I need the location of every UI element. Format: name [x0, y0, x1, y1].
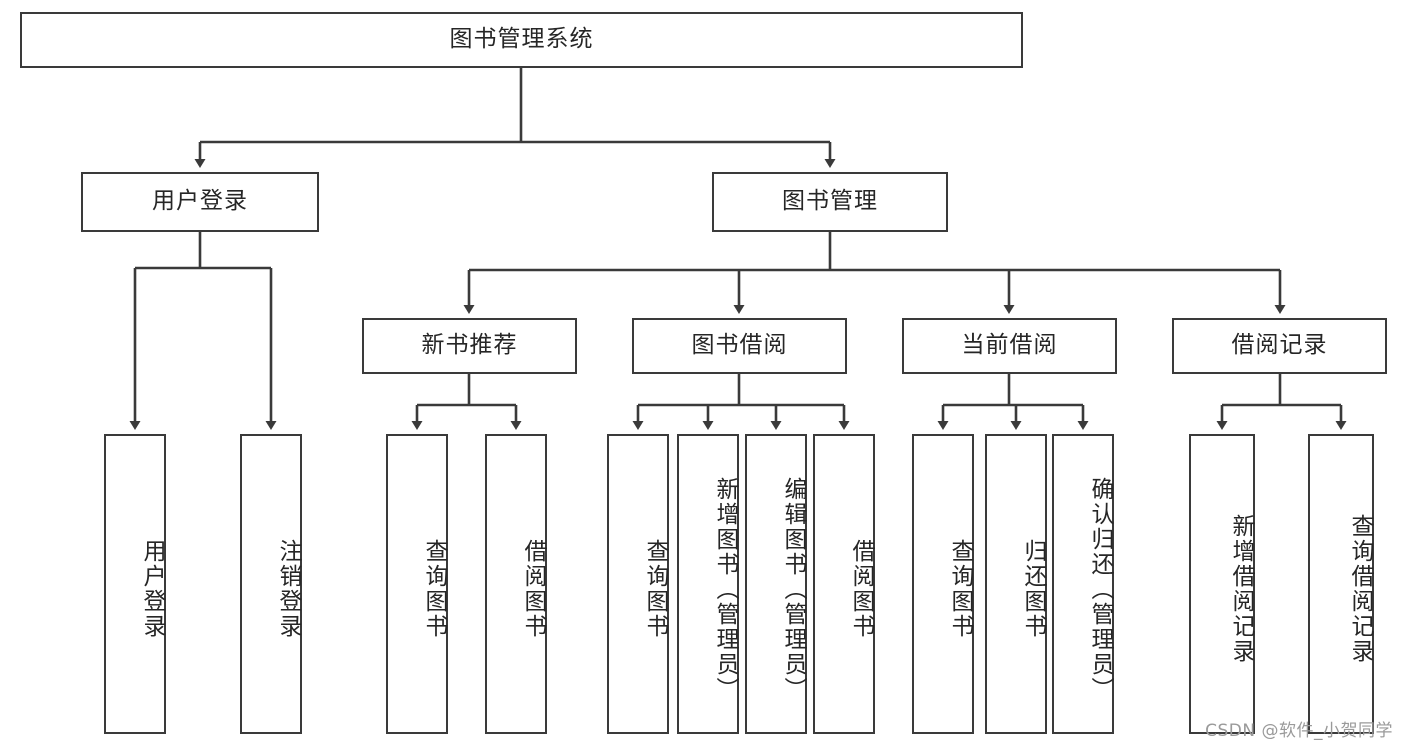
leaf-query-book-borrow[interactable]: 查询图书 [607, 434, 669, 734]
leaf-confirm-return-admin-label: 确认归还（管理员） [1087, 476, 1113, 702]
node-book-borrow[interactable]: 图书借阅 [632, 318, 847, 374]
leaf-add-borrow-record[interactable]: 新增借阅记录 [1189, 434, 1255, 734]
leaf-borrow-book-label: 借阅图书 [848, 539, 874, 639]
leaf-query-borrow-record[interactable]: 查询借阅记录 [1308, 434, 1374, 734]
leaf-user-login-label: 用户登录 [139, 539, 165, 639]
leaf-add-borrow-record-label: 新增借阅记录 [1228, 514, 1254, 664]
leaf-query-book-current[interactable]: 查询图书 [912, 434, 974, 734]
leaf-query-book-borrow-label: 查询图书 [642, 539, 668, 639]
node-current-borrow-label: 当前借阅 [961, 332, 1058, 359]
node-borrow-records-label: 借阅记录 [1231, 332, 1328, 359]
leaf-edit-book-admin-label: 编辑图书（管理员） [780, 476, 806, 702]
leaf-add-book-admin[interactable]: 新增图书（管理员） [677, 434, 739, 734]
node-book-management[interactable]: 图书管理 [712, 172, 948, 232]
leaf-return-book[interactable]: 归还图书 [985, 434, 1047, 734]
leaf-logout-login[interactable]: 注销登录 [240, 434, 302, 734]
node-user-login[interactable]: 用户登录 [81, 172, 319, 232]
leaf-edit-book-admin[interactable]: 编辑图书（管理员） [745, 434, 807, 734]
node-new-book-recommend[interactable]: 新书推荐 [362, 318, 577, 374]
node-root-label: 图书管理系统 [449, 26, 594, 53]
node-current-borrow[interactable]: 当前借阅 [902, 318, 1117, 374]
leaf-confirm-return-admin[interactable]: 确认归还（管理员） [1052, 434, 1114, 734]
node-root[interactable]: 图书管理系统 [20, 12, 1023, 68]
leaf-borrow-book-recommend[interactable]: 借阅图书 [485, 434, 547, 734]
leaf-user-login[interactable]: 用户登录 [104, 434, 166, 734]
node-book-borrow-label: 图书借阅 [691, 332, 788, 359]
watermark: CSDN @软件_小贺同学 [1205, 721, 1393, 741]
leaf-return-book-label: 归还图书 [1020, 539, 1046, 639]
leaf-query-book-current-label: 查询图书 [947, 539, 973, 639]
leaf-borrow-book-recommend-label: 借阅图书 [520, 539, 546, 639]
node-book-management-label: 图书管理 [782, 188, 878, 215]
leaf-borrow-book[interactable]: 借阅图书 [813, 434, 875, 734]
leaf-add-book-admin-label: 新增图书（管理员） [712, 476, 738, 702]
leaf-query-book-recommend[interactable]: 查询图书 [386, 434, 448, 734]
leaf-query-book-recommend-label: 查询图书 [421, 539, 447, 639]
leaf-logout-login-label: 注销登录 [275, 539, 301, 639]
node-user-login-label: 用户登录 [152, 188, 248, 215]
node-new-book-recommend-label: 新书推荐 [421, 332, 518, 359]
node-borrow-records[interactable]: 借阅记录 [1172, 318, 1387, 374]
leaf-query-borrow-record-label: 查询借阅记录 [1347, 514, 1373, 664]
